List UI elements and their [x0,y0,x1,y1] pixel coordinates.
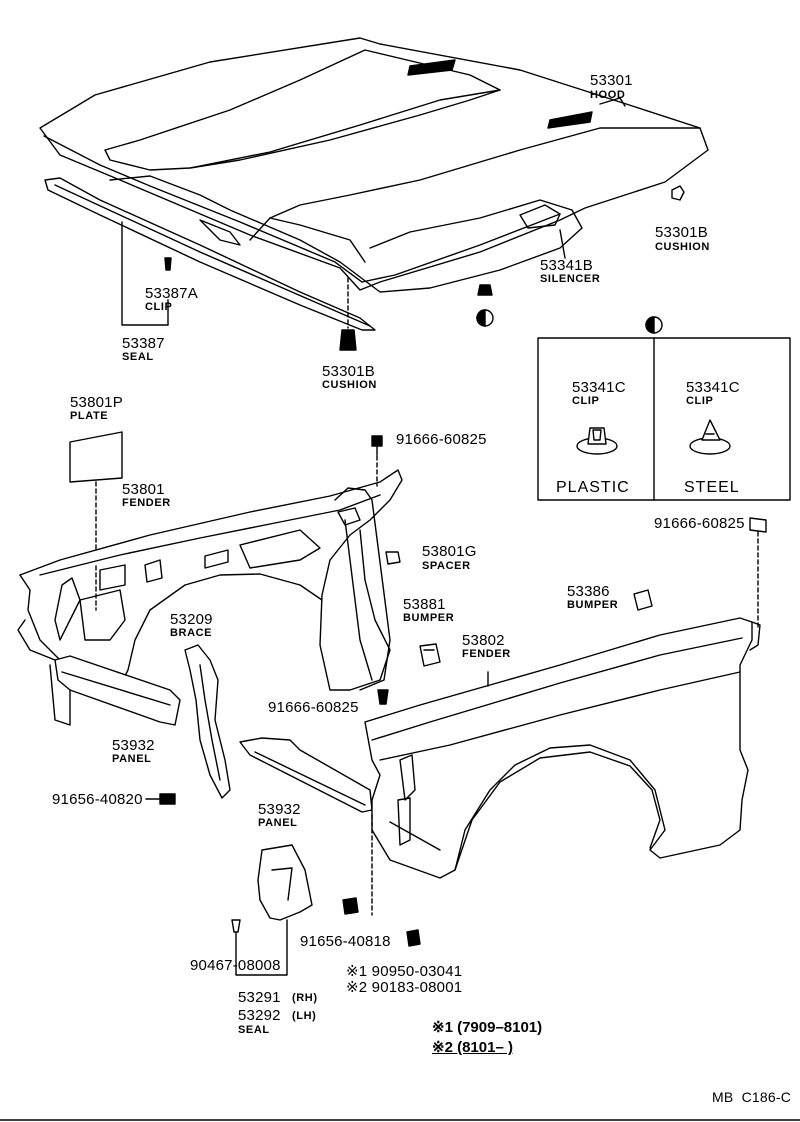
label-silencer-name: SILENCER [540,273,601,285]
label-bumper-right-name: BUMPER [567,599,619,611]
label-silencer-number: 53341B [540,257,593,274]
fender-lh-drawing [17,469,403,691]
label-clip-steel-name: CLIP [686,395,714,407]
label-clip-plastic-number: 53341C [572,379,626,396]
clip-box-drawing [537,316,791,501]
label-seal-lh-number: 53292 [238,1007,281,1024]
label-bumper-center-number: 53881 [403,596,446,613]
screw-left-icon [159,793,176,805]
label-panel-left-name: PANEL [112,753,152,765]
label-bolt-right-number: 91666-60825 [654,515,745,532]
label-spacer-number: 53801G [422,543,477,560]
label-panel-center-name: PANEL [258,817,298,829]
label-brace-number: 53209 [170,611,213,628]
label-clip-number: 53387A [145,285,198,302]
diagram-code: MB C186-C [712,1089,792,1105]
label-bolt-top-number: 91666-60825 [396,431,487,448]
label-clip-bottom-number: 90467-08008 [190,957,281,974]
label-plate-name: PLATE [70,410,109,422]
cushion-right-icon [671,185,685,201]
label-panel-left-number: 53932 [112,737,155,754]
bolt-top-icon [371,435,383,487]
clip-53387a-icon [164,257,172,271]
hood-drawing [39,37,709,293]
panel-center-drawing [239,737,373,813]
note-1: ※1 (7909–8101) [432,1019,543,1036]
nut-icon [406,929,421,947]
label-cushion-right-number: 53301B [655,224,708,241]
label-hood-number: 53301 [590,72,633,89]
label-brace-name: BRACE [170,627,213,639]
label-seal-rh-number: 53291 [238,989,281,1006]
seal-leader [121,221,169,326]
clip-bottom-icon [231,919,241,933]
label-clip-plastic-name: CLIP [572,395,600,407]
label-nut1-number: ※1 90950-03041 [346,963,463,980]
label-clip-name: CLIP [145,301,173,313]
label-spacer-name: SPACER [422,560,471,572]
label-cushion-center-number: 53301B [322,363,375,380]
panel-left-drawing [49,655,181,726]
label-fender-rh-number: 53802 [462,632,505,649]
plate-drawing [69,431,123,611]
label-clip-plastic-type: PLASTIC [556,479,630,496]
label-seal-rh-name: (RH) [292,992,318,1004]
label-hood-name: HOOD [590,89,626,101]
screw-bottom-icon [342,897,359,915]
label-plate-number: 53801P [70,394,123,411]
label-cushion-right-name: CUSHION [655,241,710,253]
note-2: ※2 (8101– ) [432,1039,513,1056]
label-cushion-center-name: CUSHION [322,379,377,391]
silencer-clip-icon [476,284,494,327]
fender-rh-drawing [364,617,761,879]
seal-strip-drawing [44,177,376,331]
label-clip-steel-number: 53341C [686,379,740,396]
label-fender-lh-name: FENDER [122,497,171,509]
cushion-center-icon [339,277,357,351]
label-nut2-number: ※2 90183-08001 [346,979,463,996]
label-fender-rh-name: FENDER [462,648,511,660]
label-panel-center-number: 53932 [258,801,301,818]
label-seal-name: SEAL [122,351,154,363]
label-bumper-center-name: BUMPER [403,612,455,624]
label-seal-number: 53387 [122,335,165,352]
label-screw-bottom-number: 91656-40818 [300,933,391,950]
label-fender-lh-number: 53801 [122,481,165,498]
label-screw-left-number: 91656-40820 [52,791,143,808]
bumper-right-icon [633,589,653,611]
label-bolt-mid-number: 91666-60825 [268,699,359,716]
spacer-icon [385,551,401,565]
silencer-leader [559,229,566,259]
bolt-right-icon [749,517,767,631]
hood-leader [599,97,626,107]
label-bumper-right-number: 53386 [567,583,610,600]
bumper-center-icon [419,643,441,667]
brace-drawing [184,644,231,799]
bolt-mid-icon [377,689,389,705]
label-seal-bottom-name: SEAL [238,1024,270,1036]
label-seal-lh-name: (LH) [292,1010,317,1022]
seal-bottom-drawing [235,844,313,976]
label-clip-steel-type: STEEL [684,479,740,496]
